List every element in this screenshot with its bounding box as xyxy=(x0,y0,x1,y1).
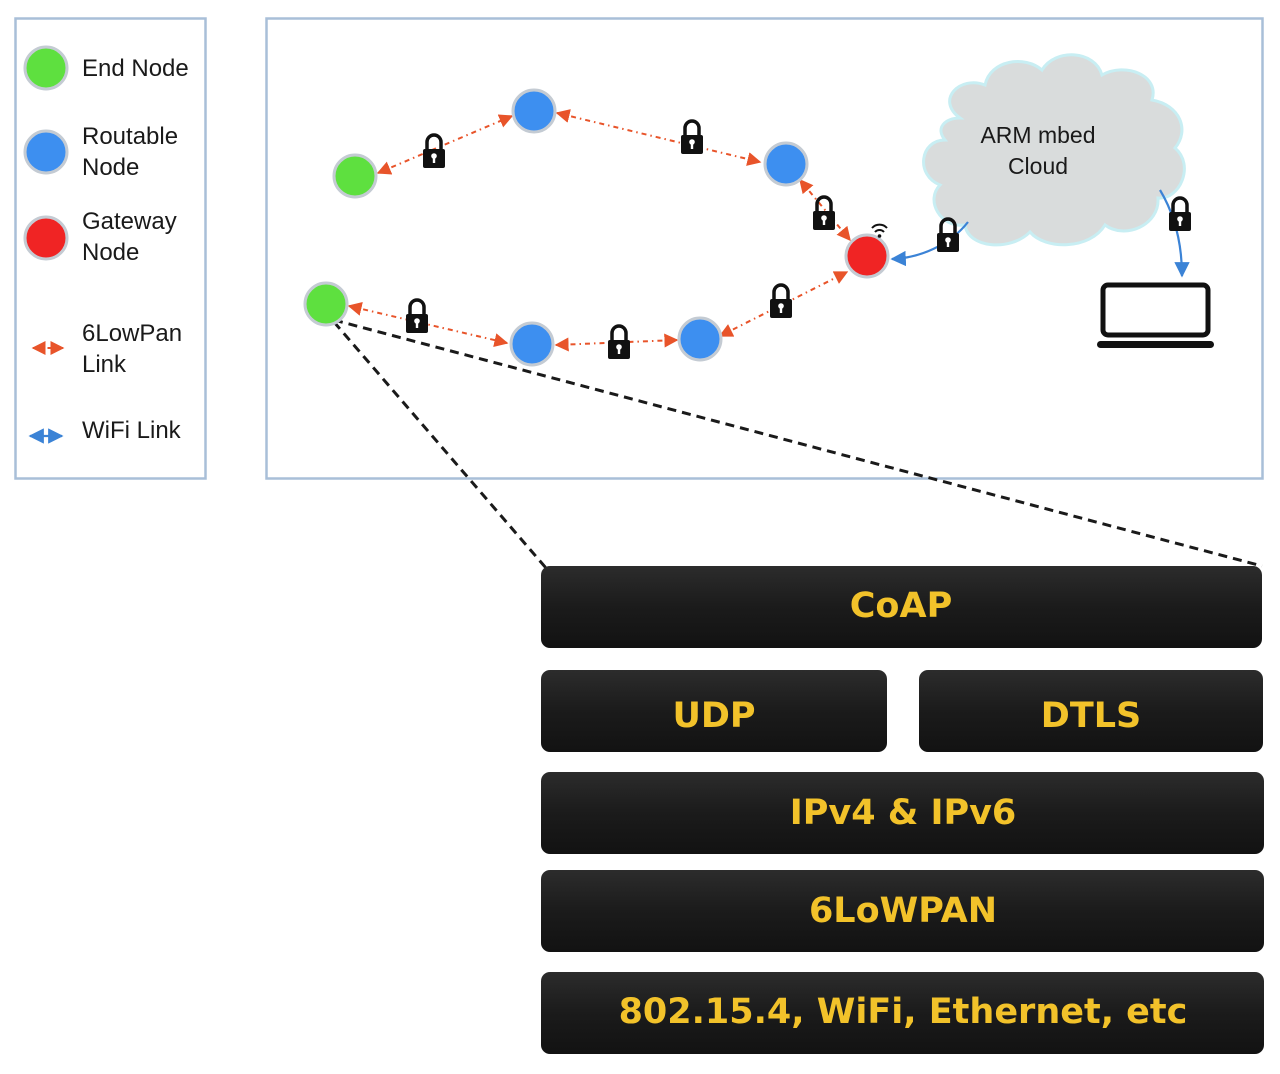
routable-node xyxy=(509,321,555,367)
stack-layer-coap xyxy=(541,566,1262,648)
legend-6lowpan-link-label-line1: 6LowPan xyxy=(82,320,182,347)
protocol-stack: CoAP UDP DTLS IPv4 & IPv6 6LoWPAN 802.15… xyxy=(541,566,1264,1054)
stack-layer-6lowpan xyxy=(541,870,1264,952)
network-nodes xyxy=(303,88,890,367)
end-node xyxy=(303,281,349,327)
stack-layer-udp-label: UDP xyxy=(672,696,755,736)
legend-routable-node-label-line1: Routable xyxy=(82,123,178,150)
laptop-icon xyxy=(1097,282,1214,348)
routable-node xyxy=(511,88,557,134)
wifi-signal-icon xyxy=(871,223,888,238)
stack-layer-dtls xyxy=(919,670,1263,752)
legend-routable-node-swatch xyxy=(23,129,69,175)
cloud-label-line2: Cloud xyxy=(1008,153,1068,179)
legend-gateway-node-label-line2: Node xyxy=(82,239,139,266)
legend-end-node-label: End Node xyxy=(82,55,189,82)
zoom-lines xyxy=(332,318,1263,569)
stack-layer-ip xyxy=(541,772,1264,854)
cloud-label-line1: ARM mbed xyxy=(980,122,1095,148)
gateway-node xyxy=(844,233,890,279)
stack-layer-ip-label: IPv4 & IPv6 xyxy=(790,793,1017,833)
arm-mbed-cloud-shape xyxy=(922,53,1186,247)
legend-wifi-link-label: WiFi Link xyxy=(82,417,182,444)
legend-gateway-node-label-line1: Gateway xyxy=(82,208,177,235)
stack-layer-phy xyxy=(541,972,1264,1054)
stack-layer-udp xyxy=(541,670,887,752)
legend-gateway-node-swatch xyxy=(23,215,69,261)
end-node xyxy=(332,153,378,199)
upper-mesh-links xyxy=(376,109,851,242)
stack-layer-phy-label: 802.15.4, WiFi, Ethernet, etc xyxy=(619,992,1188,1032)
routable-node xyxy=(677,316,723,362)
stack-layer-6lowpan-label: 6LoWPAN xyxy=(809,891,997,931)
stack-layer-coap-label: CoAP xyxy=(850,586,952,626)
stack-layer-dtls-label: DTLS xyxy=(1041,696,1141,736)
routable-node xyxy=(763,141,809,187)
legend-6lowpan-link-label-line2: Link xyxy=(82,351,127,378)
legend-end-node-swatch xyxy=(23,45,69,91)
legend-routable-node-label-line2: Node xyxy=(82,154,139,181)
